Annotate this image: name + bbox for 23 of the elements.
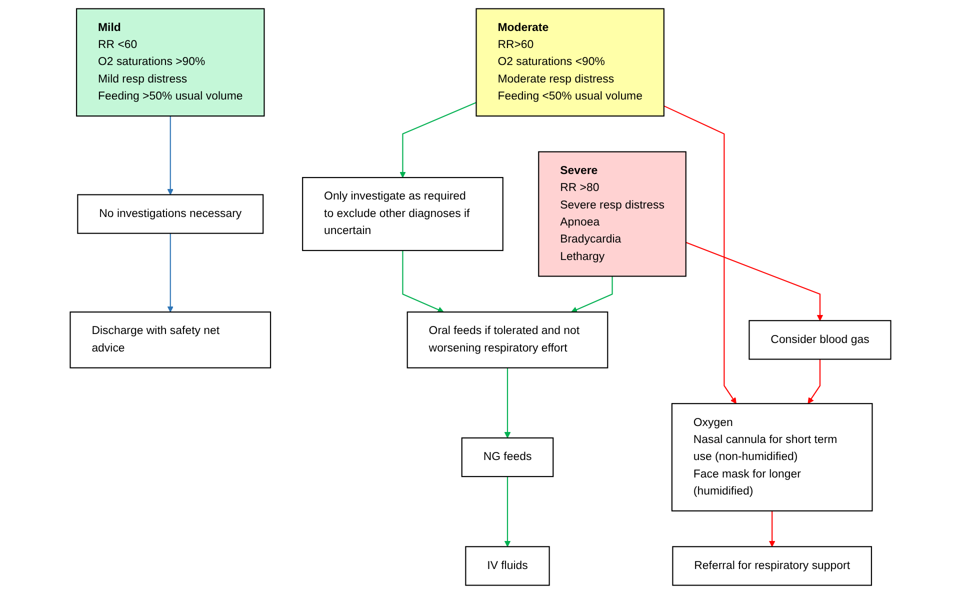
arrow	[571, 276, 613, 313]
node-box: Only investigate as required to exclude other diagnoses if uncertain	[302, 177, 504, 252]
node-box: NG feeds	[461, 437, 554, 478]
arrow	[808, 359, 821, 404]
node-box: Mild RR <60 O2 saturations >90% Mild resp distress Feeding >50% usual volume	[76, 8, 265, 117]
arrow	[768, 510, 776, 547]
node-box: Referral for respiratory support	[672, 546, 872, 586]
node-box: Consider blood gas	[748, 320, 892, 360]
arrow	[400, 102, 476, 178]
node-box: Oral feeds if tolerated and not worsening respiratory effort	[406, 311, 608, 368]
node-box: Severe RR >80 Severe resp distress Apnoea Bradycardia Lethargy	[538, 151, 686, 277]
arrow	[167, 116, 174, 195]
node-box: No investigations necessary	[77, 194, 264, 234]
node-box: Moderate RR>60 O2 saturations <90% Moderate resp distress Feeding <50% usual volume	[476, 8, 664, 117]
arrow	[686, 242, 824, 321]
arrow	[402, 250, 444, 313]
node-box: Oxygen Nasal cannula for short term use (non-humidified) Face mask for longer (humidified)	[671, 403, 873, 512]
arrow	[664, 105, 736, 404]
node-box: Discharge with safety net advice	[70, 311, 272, 368]
arrow	[504, 476, 511, 547]
arrow	[504, 368, 511, 438]
arrow	[167, 233, 174, 312]
node-box: IV fluids	[465, 546, 550, 586]
